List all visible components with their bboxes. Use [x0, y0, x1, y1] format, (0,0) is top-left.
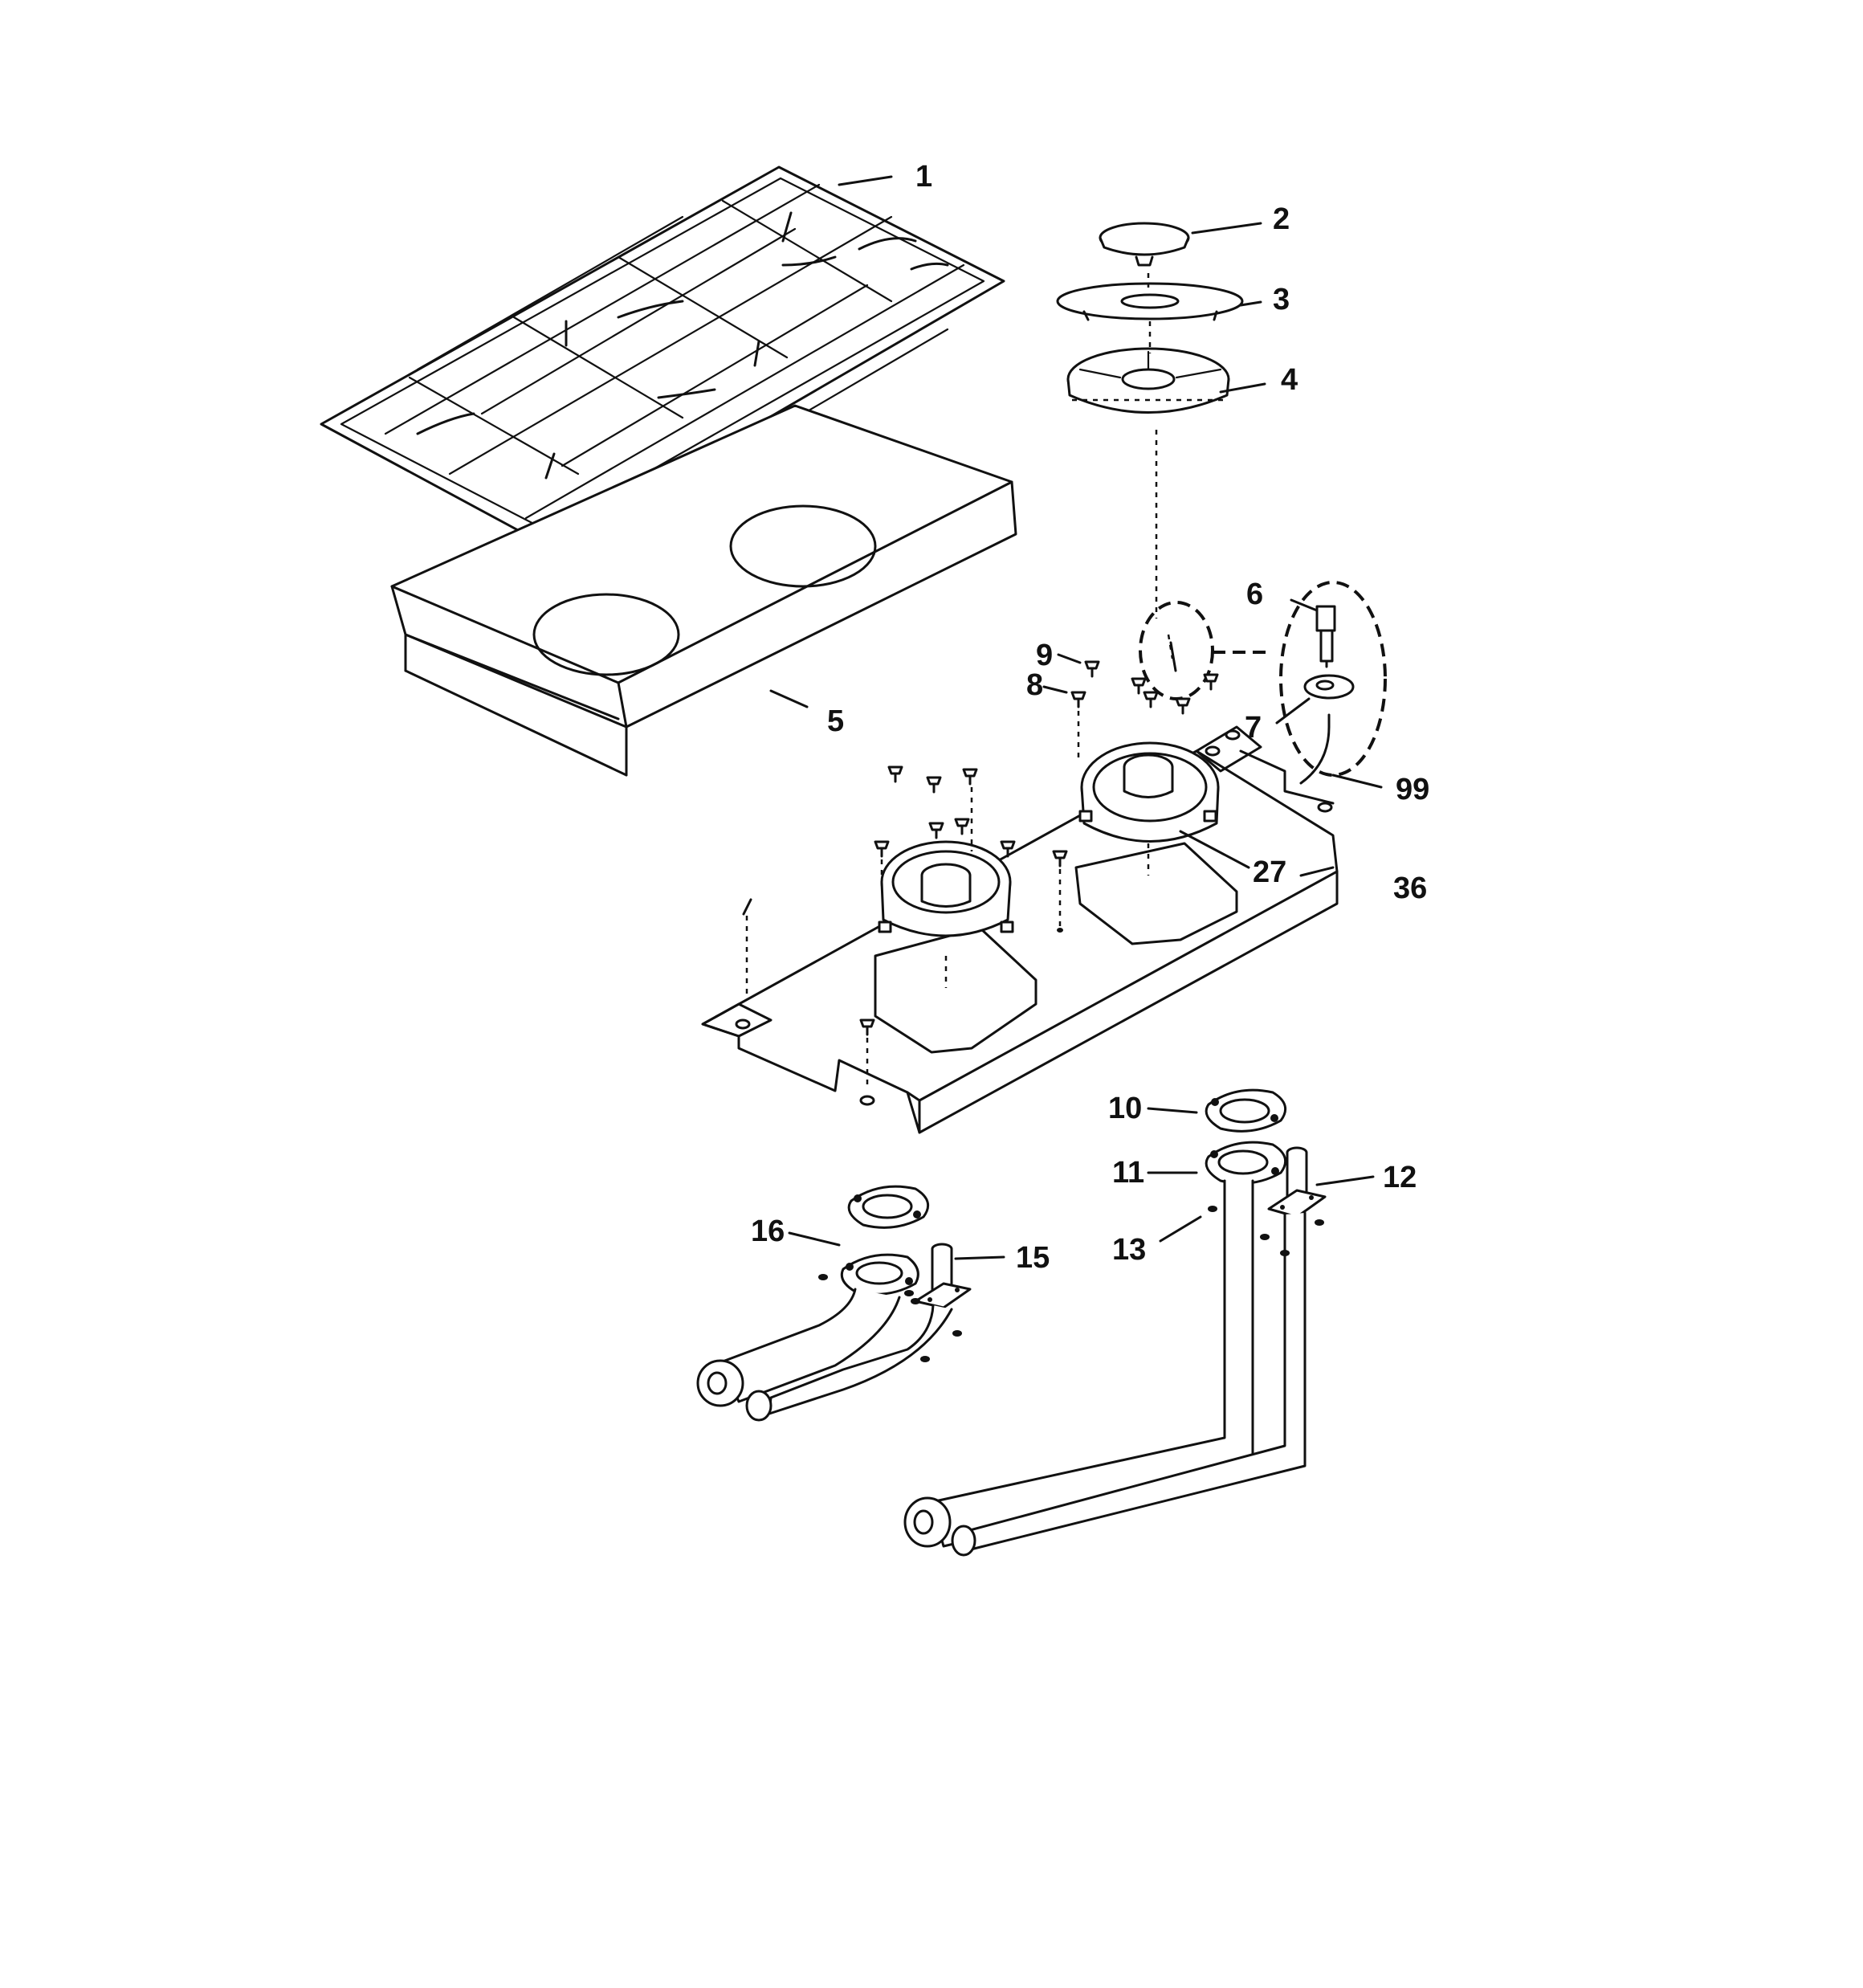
callout-part-5: 5	[827, 704, 844, 738]
burner-bowl-part-27-left	[878, 840, 1014, 988]
callout-part-27: 27	[1253, 855, 1286, 889]
grate-part-1	[320, 165, 1005, 548]
burner-spreader-part-3	[1056, 282, 1244, 321]
igniter-clip-part-7	[1299, 674, 1355, 785]
callout-part-2: 2	[1273, 202, 1290, 236]
callout-part-9: 9	[1036, 639, 1053, 672]
callout-part-7: 7	[1245, 711, 1262, 745]
burner-tube-part-12	[951, 1146, 1327, 1557]
callout-part-4: 4	[1281, 363, 1298, 397]
burner-tube-part-11	[903, 1141, 1287, 1548]
burner-tube-part-16	[696, 1253, 919, 1407]
callout-part-99: 99	[1396, 773, 1429, 806]
screws-part-13	[1208, 1206, 1324, 1256]
callout-part-1: 1	[915, 160, 932, 194]
callout-part-15: 15	[1016, 1241, 1050, 1275]
burner-box-part-36	[701, 725, 1339, 1134]
screws-group	[742, 660, 1219, 1088]
callout-part-12: 12	[1383, 1161, 1417, 1194]
screws-left-tubes	[818, 1274, 962, 1362]
leader-lines	[769, 175, 1383, 1260]
callout-part-36: 36	[1393, 872, 1427, 905]
callout-part-8: 8	[1026, 668, 1043, 702]
burner-cap-part-2	[1099, 222, 1190, 267]
burner-head-part-4	[1066, 347, 1230, 414]
callout-part-13: 13	[1112, 1233, 1146, 1267]
gasket-part-10	[1205, 1088, 1287, 1133]
gasket-left-upper	[847, 1185, 930, 1229]
callout-part-10: 10	[1108, 1092, 1142, 1125]
callout-part-3: 3	[1273, 283, 1290, 316]
callout-part-6: 6	[1246, 578, 1263, 611]
burner-bowl-part-27-right	[1078, 741, 1220, 876]
callout-part-11: 11	[1112, 1156, 1144, 1190]
screw-part-9	[1084, 660, 1100, 678]
burner-tube-part-15	[745, 1243, 972, 1422]
igniter-electrode-part-6	[1315, 605, 1336, 668]
screw-part-8	[1070, 691, 1086, 708]
callout-part-16: 16	[751, 1214, 785, 1248]
drip-pan-part-5	[390, 404, 1017, 777]
igniter-detail-callout	[1139, 581, 1387, 785]
